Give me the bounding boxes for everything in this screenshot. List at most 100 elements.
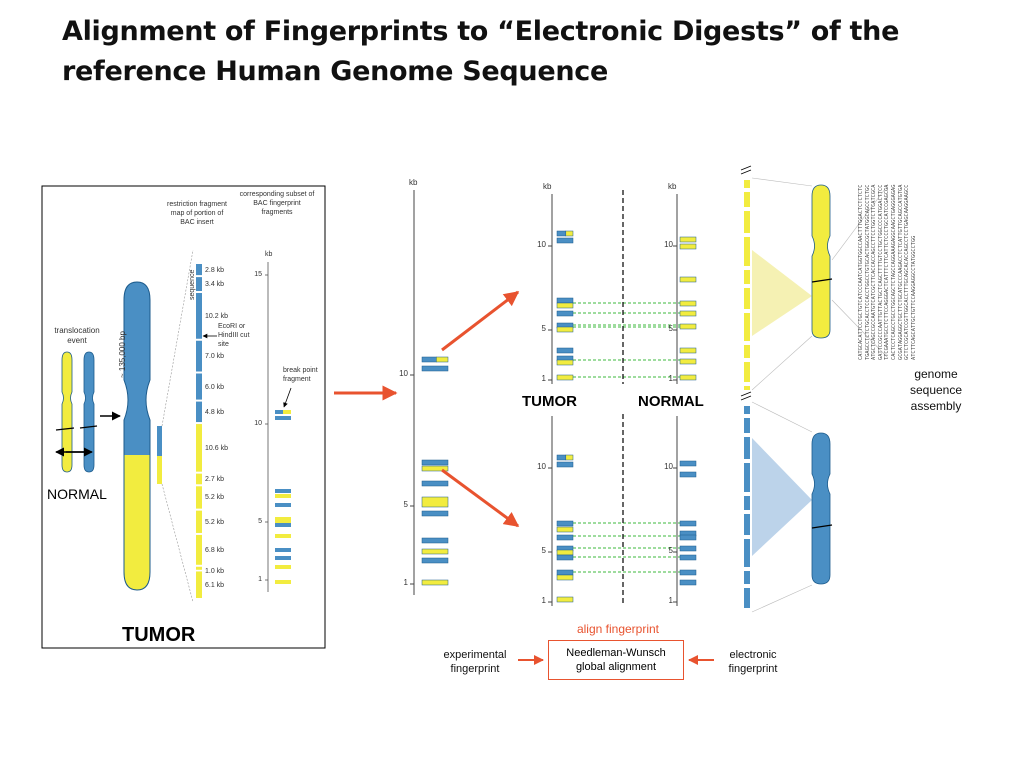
assembly-chromosome-blue <box>811 432 833 585</box>
align-fingerprint-label: align fingerprint <box>576 622 660 636</box>
subset-axis-ticks <box>265 274 268 581</box>
fingerprint-band <box>556 569 574 576</box>
strip-segment <box>744 418 750 433</box>
fingerprint-band <box>436 356 449 363</box>
lower-comparison <box>548 416 697 606</box>
strip-segment <box>744 362 750 382</box>
restriction-fragment <box>196 424 202 472</box>
compare-kb-left: kb <box>543 182 552 191</box>
subset-band <box>275 494 291 498</box>
subset-label: corresponding subset of BAC fingerprint … <box>239 191 315 216</box>
compare-tick-label: 5 <box>668 324 673 333</box>
strip-segment <box>744 313 750 341</box>
breakpoint-label: break point fragment <box>283 367 318 383</box>
subset-band <box>283 410 291 414</box>
compare-tick-label: 1 <box>541 596 546 605</box>
strip-segment <box>744 211 750 233</box>
fingerprint-band <box>679 358 697 365</box>
restriction-fragment <box>196 340 202 372</box>
gel-bands <box>421 356 449 586</box>
needleman-wunsch-box: Needleman-Wunsch global alignment <box>548 640 684 680</box>
fingerprint-band <box>421 548 449 555</box>
fingerprint-band <box>679 300 697 307</box>
fingerprint-band <box>679 276 697 283</box>
normal-chromosome-blue <box>79 351 98 473</box>
fingerprint-band <box>679 323 697 330</box>
seq-line-1 <box>831 184 889 261</box>
fragment-size-label: 10.2 kb <box>205 312 228 320</box>
fingerprint-band <box>421 459 449 466</box>
compare-tick-label: 10 <box>537 240 546 249</box>
fingerprint-band <box>679 236 697 243</box>
compare-tick-label: 10 <box>664 462 673 471</box>
translocation-label: translocation event <box>54 326 100 345</box>
fragment-size-label: 2.7 kb <box>205 475 225 483</box>
restriction-fragment-map <box>196 264 202 598</box>
restriction-fragment <box>196 534 202 565</box>
zoom-line-top <box>161 249 194 427</box>
fragment-size-label: 6.1 kb <box>205 581 225 589</box>
gel-axis-ticks <box>410 374 414 585</box>
gel-tick-label: 5 <box>403 500 408 509</box>
subset-band <box>275 580 291 584</box>
subset-tick-label: 15 <box>254 271 262 278</box>
fingerprint-band <box>556 526 574 533</box>
fragment-size-label: 5.2 kb <box>205 518 225 526</box>
strip-segment <box>744 571 750 584</box>
subset-band <box>275 489 291 493</box>
fingerprint-band <box>679 243 697 250</box>
subset-tick-label: 1 <box>258 576 262 583</box>
fingerprint-band <box>679 374 697 381</box>
compare-normal-label: NORMAL <box>638 393 704 410</box>
compare-tumor-label: TUMOR <box>522 393 577 410</box>
strip-segment <box>744 237 750 266</box>
fingerprint-band <box>556 237 574 244</box>
restriction-fragment <box>196 293 202 339</box>
fingerprint-band <box>556 549 574 556</box>
fingerprint-band <box>556 454 567 461</box>
fingerprint-band <box>421 365 449 372</box>
fingerprint-band <box>556 310 574 317</box>
subset-kb-label: kb <box>265 251 273 258</box>
fragment-size-label: 6.0 kb <box>205 383 225 391</box>
fragment-size-label: 6.8 kb <box>205 546 225 554</box>
strip-segment <box>744 270 750 284</box>
subset-band <box>275 410 283 414</box>
fingerprint-band <box>421 356 437 363</box>
subset-tick-label: 5 <box>258 518 262 525</box>
gel-tick-label: 1 <box>403 578 408 587</box>
compare-kb-right: kb <box>668 182 677 191</box>
strip-break-mark <box>740 395 752 401</box>
fingerprint-band <box>679 310 697 317</box>
restriction-fragment <box>196 473 202 485</box>
subset-band <box>275 548 291 552</box>
compare-tick-label: 5 <box>541 546 546 555</box>
seq-line-2 <box>831 299 889 359</box>
compare-tick-label: 5 <box>541 324 546 333</box>
fingerprint-band <box>556 554 574 561</box>
tumor-chromosome <box>123 281 151 591</box>
fragment-size-label: 2.8 kb <box>205 266 225 274</box>
assembly-strip-blue <box>740 391 813 613</box>
compare-tick-label: 10 <box>664 240 673 249</box>
strip-segment <box>744 496 750 510</box>
fingerprint-band <box>679 569 697 576</box>
fingerprint-band <box>556 374 574 381</box>
fingerprint-band <box>679 347 697 354</box>
genome-sequence-text: CATGCACATTCCTGCTGTCATCCCAATCATGGTGGCCAAC… <box>858 184 917 360</box>
fragment-size-label: 4.8 kb <box>205 408 225 416</box>
strip-break-mark <box>740 169 752 175</box>
subset-band <box>275 517 291 525</box>
fingerprint-band <box>556 347 574 354</box>
fingerprint-band <box>679 579 697 586</box>
fingerprint-band <box>556 534 574 541</box>
restriction-fragment <box>196 510 202 533</box>
upper-comparison <box>548 194 697 384</box>
subset-band <box>275 416 291 420</box>
fragment-size-label: 5.2 kb <box>205 494 225 502</box>
compare-tick-label: 5 <box>668 546 673 555</box>
fingerprint-band <box>421 510 449 517</box>
assembly-label: genome sequence assembly <box>909 367 963 413</box>
arrow-to-lower-compare <box>441 468 520 528</box>
fingerprint-band <box>421 496 449 508</box>
